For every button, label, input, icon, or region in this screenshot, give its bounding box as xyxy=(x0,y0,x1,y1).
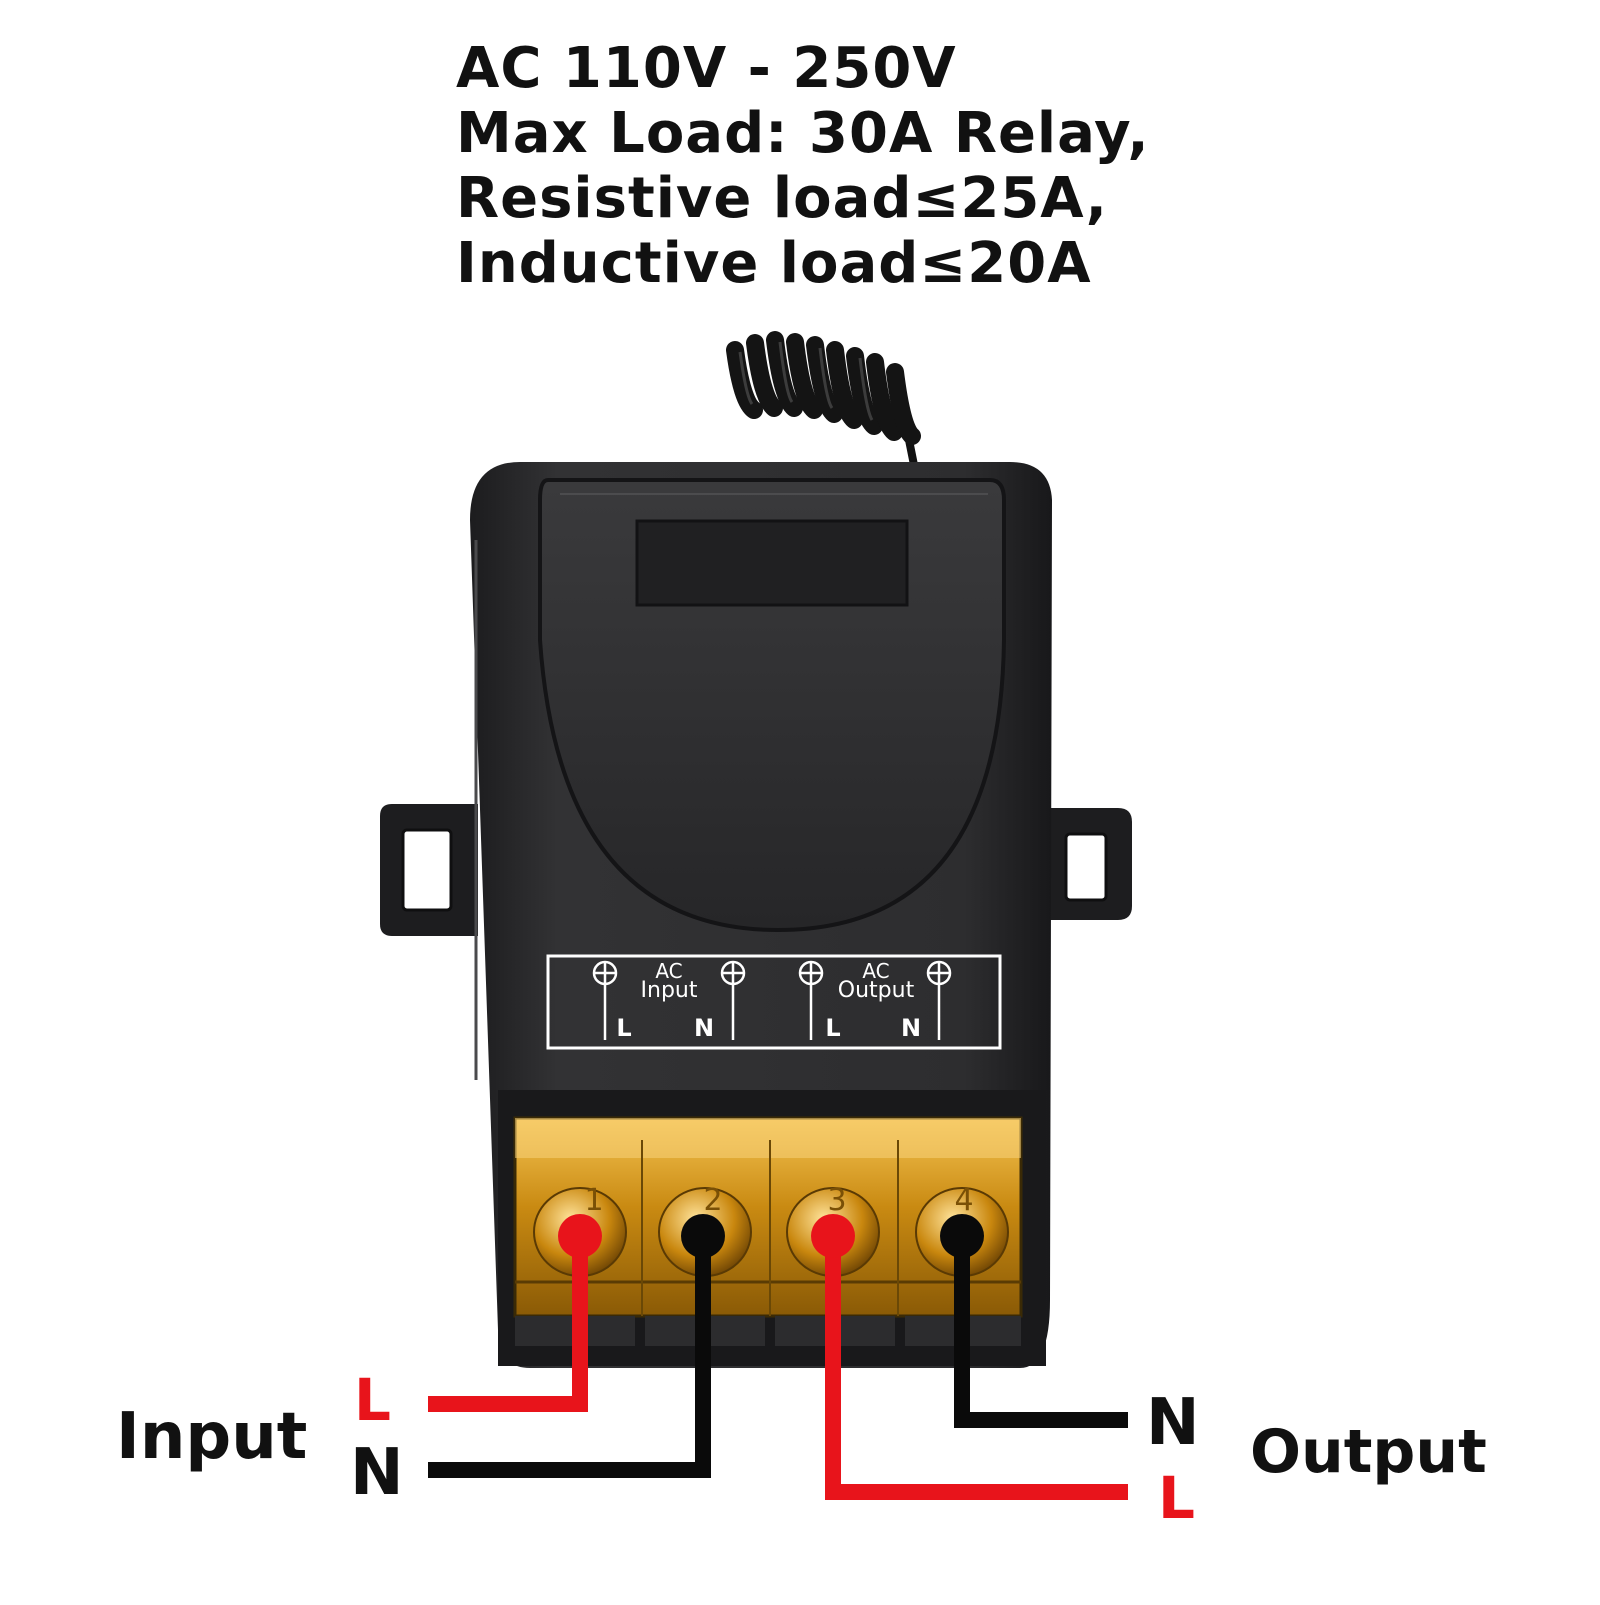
output-n-label: N xyxy=(1146,1386,1200,1460)
led-window xyxy=(635,519,909,607)
output-n-screw-icon xyxy=(926,960,952,1040)
terminal-number-2: 2 xyxy=(703,1183,722,1218)
output-l-label: L xyxy=(1158,1464,1195,1532)
terminal-number-1: 1 xyxy=(584,1183,603,1218)
spec-voltage: AC 110V - 250V xyxy=(456,36,957,101)
input-n-screw-icon xyxy=(720,960,746,1040)
wiring-labels: Input L N N L Output xyxy=(116,1366,1487,1532)
input-live-wire xyxy=(428,1236,588,1412)
wires xyxy=(428,1236,1128,1500)
panel-output-top: AC xyxy=(862,959,889,983)
input-neutral-wire xyxy=(428,1236,711,1478)
output-label: Output xyxy=(1250,1417,1487,1487)
mounting-ear-right xyxy=(1040,808,1132,920)
terminal-1-wire-end xyxy=(558,1214,602,1258)
antenna-coil xyxy=(726,331,921,474)
terminal-3-wire-end xyxy=(811,1214,855,1258)
input-label: Input xyxy=(116,1400,307,1474)
output-neutral-wire xyxy=(954,1236,1128,1428)
panel-input-n: N xyxy=(694,1014,714,1042)
output-live-wire xyxy=(825,1236,1128,1500)
spec-text-block: AC 110V - 250V Max Load: 30A Relay, Resi… xyxy=(456,36,1150,296)
panel-input-l: L xyxy=(616,1014,631,1042)
wire-end-dots xyxy=(558,1214,984,1258)
terminal-4-wire-end xyxy=(940,1214,984,1258)
panel-output-group: AC Output L N xyxy=(798,959,952,1042)
terminal-number-4: 4 xyxy=(954,1183,973,1218)
panel-input-group: AC Input L N xyxy=(592,959,746,1042)
mounting-ear-left xyxy=(380,804,478,936)
spec-inductive-load: Inductive load≤20A xyxy=(456,231,1092,296)
panel-input-top: AC xyxy=(655,959,682,983)
terminal-2-wire-end xyxy=(681,1214,725,1258)
panel-input-bottom: Input xyxy=(641,978,698,1003)
input-l-screw-icon xyxy=(592,960,618,1040)
spec-resistive-load: Resistive load≤25A, xyxy=(456,166,1108,231)
terminal-label-panel: AC Input L N AC Output L N xyxy=(546,954,1002,1050)
spec-max-load: Max Load: 30A Relay, xyxy=(456,101,1150,166)
panel-output-n: N xyxy=(901,1014,921,1042)
output-l-screw-icon xyxy=(798,960,824,1040)
input-l-label: L xyxy=(354,1366,391,1434)
input-n-label: N xyxy=(350,1436,404,1510)
panel-output-l: L xyxy=(825,1014,840,1042)
panel-output-bottom: Output xyxy=(838,978,915,1003)
terminal-number-3: 3 xyxy=(827,1183,846,1218)
